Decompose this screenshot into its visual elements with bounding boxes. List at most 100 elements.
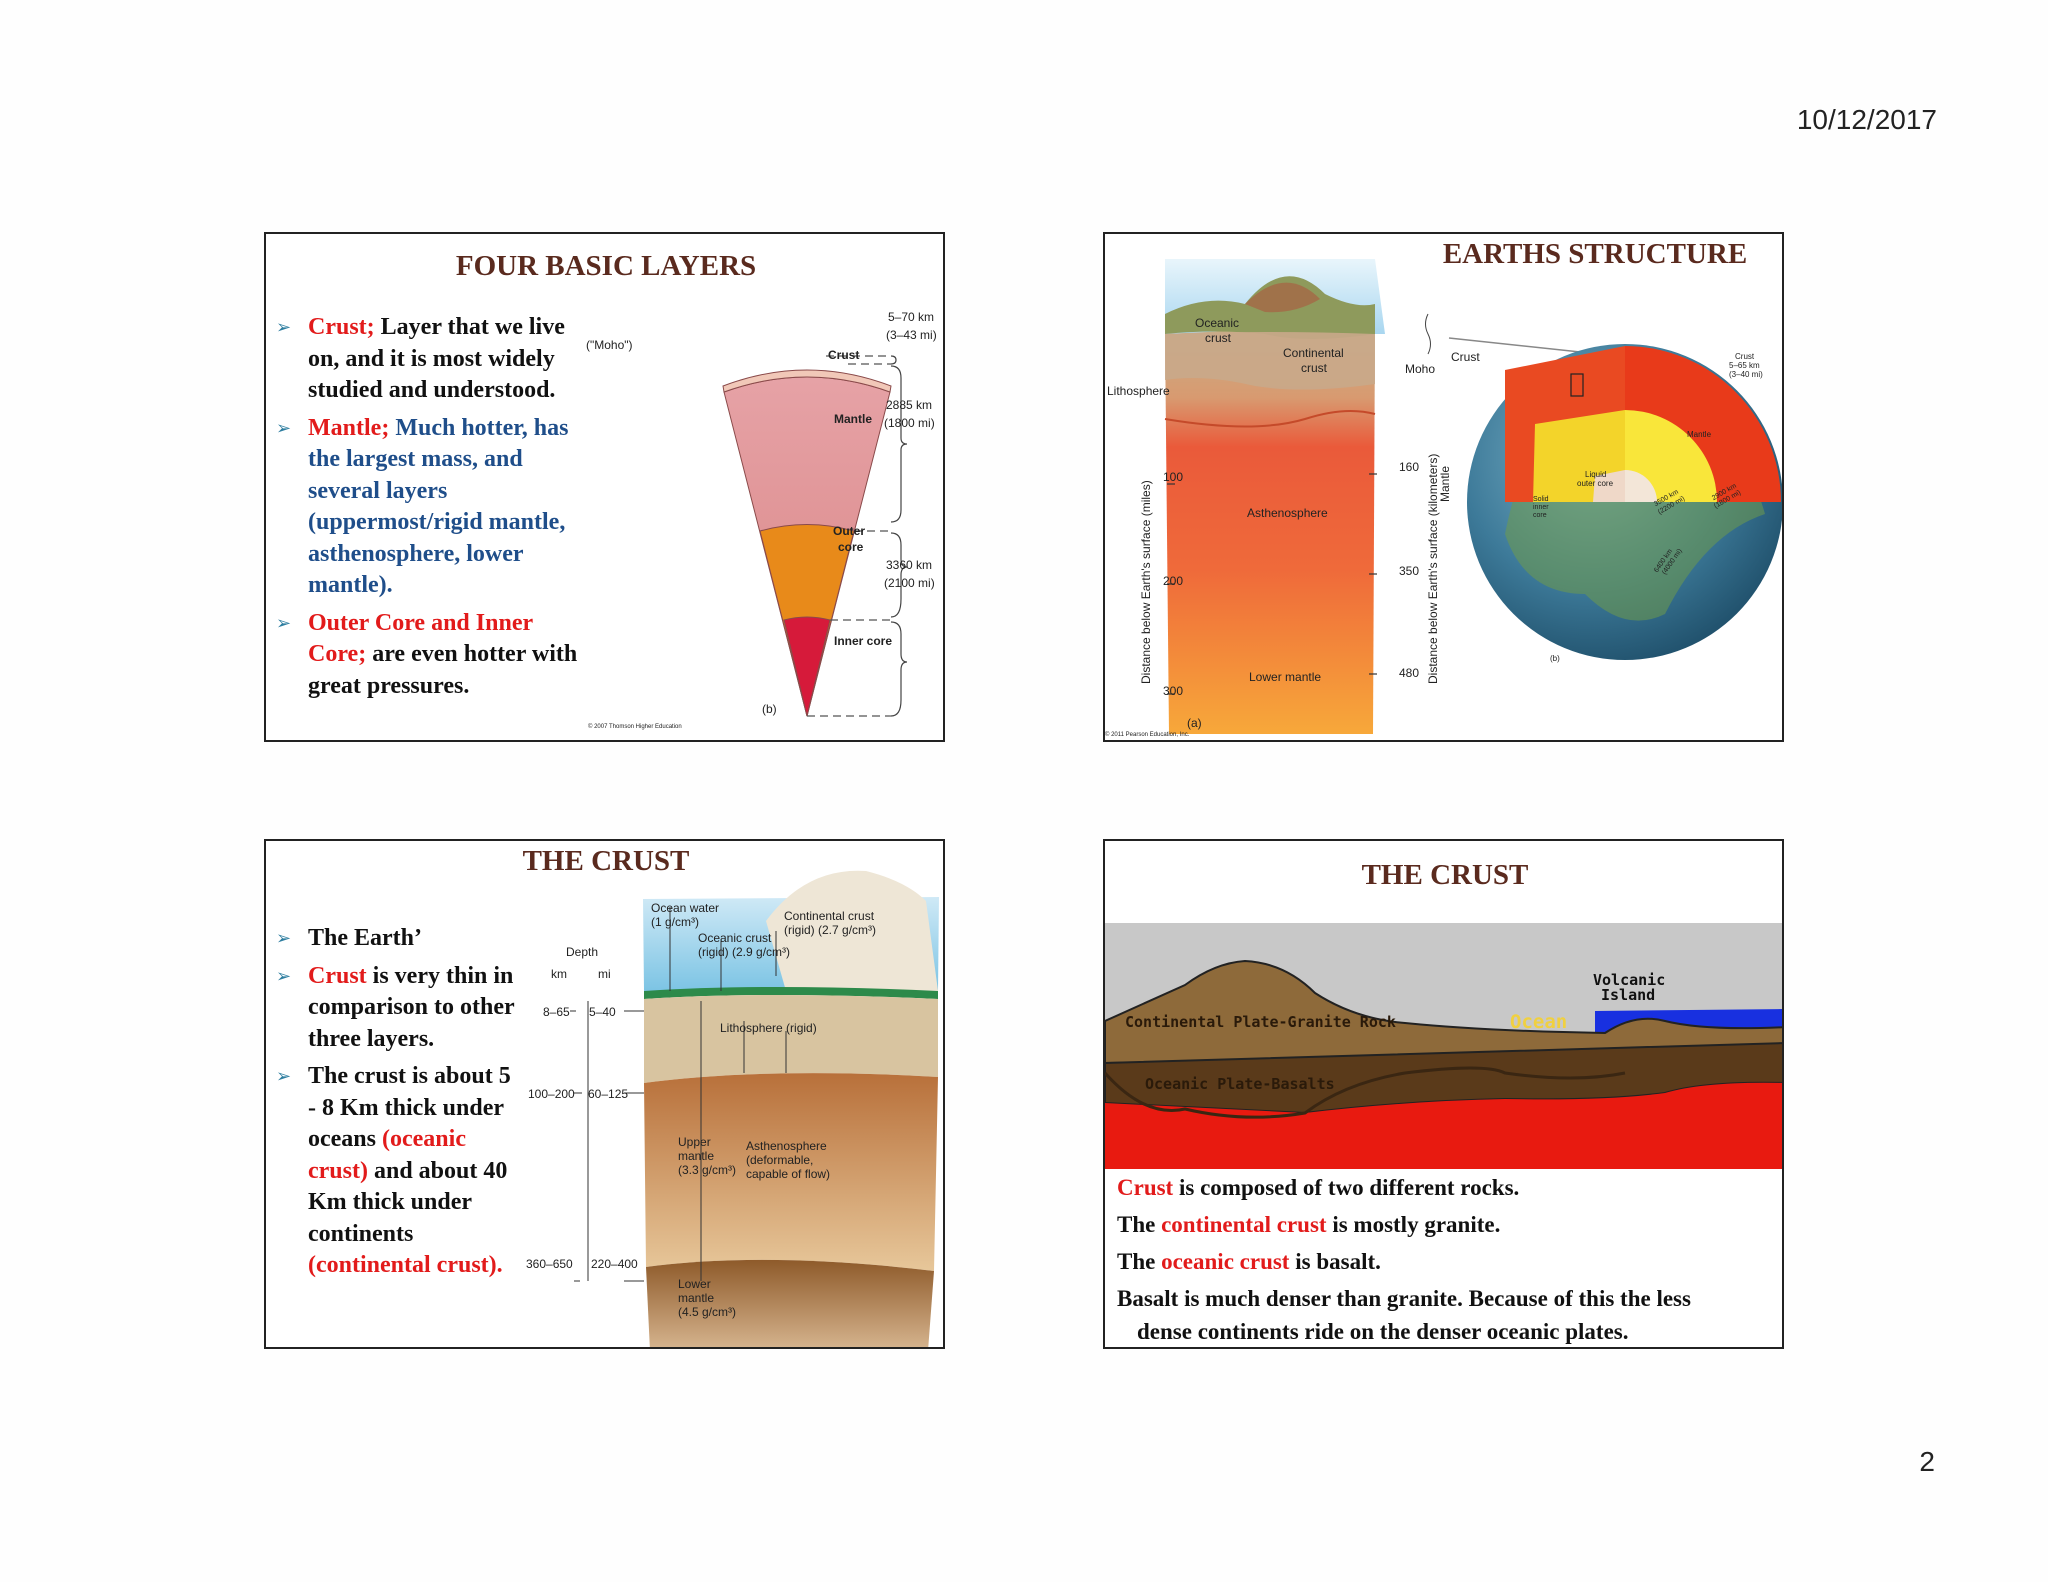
slide-title: THE CRUST [522, 845, 690, 877]
slide-title: THE CRUST [1361, 859, 1529, 891]
volcanic-island-label: Volcanic [1593, 971, 1666, 989]
bullet-key: Crust; [308, 314, 375, 340]
panel-label-a: (a) [1187, 716, 1202, 730]
asthenosphere-label: Asthenosphere [746, 1139, 827, 1153]
text: is basalt. [1289, 1249, 1381, 1274]
depth-header: Depth [566, 945, 599, 959]
depth-label: (1800 mi) [884, 416, 935, 430]
upper-mantle-label: (3.3 g/cm³) [678, 1163, 737, 1177]
asthenosphere-label: (deformable, [746, 1153, 814, 1167]
slide-earths-structure: EARTHS STRUCTURE [1103, 232, 1784, 742]
bullet-text: are even hotter with great pressures. [308, 641, 578, 699]
asthenosphere-label: capable of flow) [746, 1167, 831, 1181]
globe-crust-label: Crust [1735, 352, 1755, 361]
oceanic-crust-label: Oceanic crust [698, 931, 772, 945]
header-date: 10/12/2017 [1796, 104, 1937, 135]
right-axis-label: Distance below Earth's surface (kilomete… [1426, 453, 1440, 684]
mi-tick: 200 [1163, 574, 1184, 588]
oceanic-crust-label: Oceanic [1195, 316, 1240, 330]
continental-crust-label: (rigid) (2.7 g/cm³) [784, 923, 877, 937]
copyright: © 2011 Pearson Education, Inc. [1105, 732, 1190, 738]
bullet-arrow-icon: ➢ [276, 612, 292, 634]
oceanic-plate-label: Oceanic Plate-Basalts [1145, 1075, 1335, 1093]
upper-mantle-label: mantle [678, 1149, 715, 1163]
lower-mantle-label: (4.5 g/cm³) [678, 1305, 737, 1319]
text: The [1117, 1212, 1162, 1237]
slide-the-crust-1: THE CRUST ➢The Earth’ ➢Crust is very thi… [264, 839, 945, 1349]
bullet-list: ➢ Crust; Layer that we live on, and it is… [266, 312, 586, 708]
highlight: continental crust [1161, 1212, 1327, 1237]
upper-mantle-label: Upper [678, 1135, 711, 1149]
mantle-label: Mantle [1438, 465, 1452, 502]
mi-tick: 300 [1163, 684, 1184, 698]
km-tick: 350 [1399, 564, 1420, 578]
depth-label: 5–70 km [888, 310, 935, 324]
slide-title: EARTHS STRUCTURE [1442, 238, 1748, 270]
outer-core-label-1: Outer [833, 524, 866, 538]
bullet-text: Layer that we live on, and it is most wi… [308, 314, 565, 403]
lower-mantle-label: Lower [678, 1277, 711, 1291]
mantle-label: Mantle [834, 412, 873, 426]
bullet-arrow-icon: ➢ [276, 1066, 292, 1087]
continental-crust-label: crust [1301, 361, 1328, 375]
highlight: Crust [1117, 1175, 1174, 1200]
bullet-text: The crust is about 5 - 8 Km thick under … [308, 1063, 511, 1152]
continental-crust-label: Continental [1283, 346, 1344, 360]
crust-label: Crust [828, 348, 860, 362]
depth-label: 3360 km [886, 558, 933, 572]
bullet-key: (oceanic crust) [308, 1126, 466, 1184]
bullet-earth: ➢The Earth’ [266, 923, 522, 955]
bullet-text: is very thin in comparison to other thre… [308, 962, 515, 1052]
km-tick: 160 [1399, 460, 1420, 474]
bullet-key: Mantle; [308, 414, 390, 441]
depth-km: 100–200 [528, 1087, 575, 1101]
oceanic-crust-label: (rigid) (2.9 g/cm³) [698, 945, 791, 959]
text: is mostly granite. [1326, 1212, 1501, 1237]
text-line: dense continents ride on the denser ocea… [1137, 1319, 1629, 1344]
continental-plate-label: Continental Plate-Granite Rock [1125, 1013, 1396, 1031]
bullet-text: and about 40 Km thick under continents [308, 1157, 508, 1247]
globe-crust-label: (3–40 mi) [1729, 370, 1763, 379]
lithosphere-label: Lithosphere (rigid) [720, 1021, 817, 1035]
slide-title: FOUR BASIC LAYERS [455, 250, 757, 282]
depth-label: (2100 mi) [884, 576, 935, 590]
inner-core-label: Inner core [834, 634, 893, 648]
bullet-core: ➢ Outer Core and Inner Core; are even hot… [266, 608, 586, 703]
panel-label-b: (b) [1550, 654, 1560, 663]
moho-label: ("Moho") [586, 338, 633, 352]
depth-km: 360–650 [526, 1257, 573, 1271]
bullet-key: (continental crust). [308, 1252, 503, 1278]
depth-label: (3–43 mi) [886, 328, 937, 342]
globe-mantle-label: Mantle [1687, 430, 1712, 439]
km-tick: 480 [1399, 666, 1420, 680]
bullet-arrow-icon: ➢ [276, 965, 292, 987]
bullet-text: The Earth’ [308, 925, 422, 951]
earth-structure-diagram [1164, 259, 1782, 734]
text-line: Crust is composed of two different rocks… [1117, 1169, 1777, 1206]
solid-core-label: inner [1533, 504, 1549, 511]
copyright: © 2007 Thomson Higher Education [588, 724, 682, 730]
panel-label: (b) [762, 702, 777, 716]
liquid-core-label: outer core [1577, 479, 1614, 488]
crust-description: Crust is composed of two different rocks… [1117, 1169, 1777, 1347]
asthenosphere-label: Asthenosphere [1247, 506, 1328, 520]
crust-label: Crust [1451, 350, 1480, 364]
text: is composed of two different rocks. [1173, 1175, 1520, 1200]
oceanic-crust-label: crust [1205, 331, 1232, 345]
bullet-crust: ➢ Crust is very thin in comparison to oth… [266, 961, 522, 1056]
solid-core-label: Solid [1533, 496, 1549, 503]
ocean-water-label: Ocean water [651, 901, 720, 915]
bullet-crust: ➢Crust; Layer that we live on, and it is… [266, 312, 586, 407]
bullet-key: Crust [308, 962, 367, 989]
text: The [1117, 1249, 1162, 1274]
bullet-text: Much hotter, has the largest mass, and s… [308, 414, 569, 599]
solid-core-label: core [1533, 512, 1547, 519]
slide-four-basic-layers: FOUR BASIC LAYERS ➢ Crust; Layer that we … [264, 232, 945, 742]
highlight: oceanic crust [1161, 1249, 1290, 1274]
bullet-thickness: ➢ The crust is about 5 - 8 Km thick under… [266, 1061, 522, 1282]
depth-mi: 60–125 [588, 1087, 629, 1101]
bullet-key: Outer Core and Inner Core; [308, 609, 533, 668]
continental-crust-label: Continental crust [784, 909, 875, 923]
mi-tick: 100 [1163, 470, 1184, 484]
text-line: The continental crust is mostly granite. [1117, 1206, 1777, 1243]
